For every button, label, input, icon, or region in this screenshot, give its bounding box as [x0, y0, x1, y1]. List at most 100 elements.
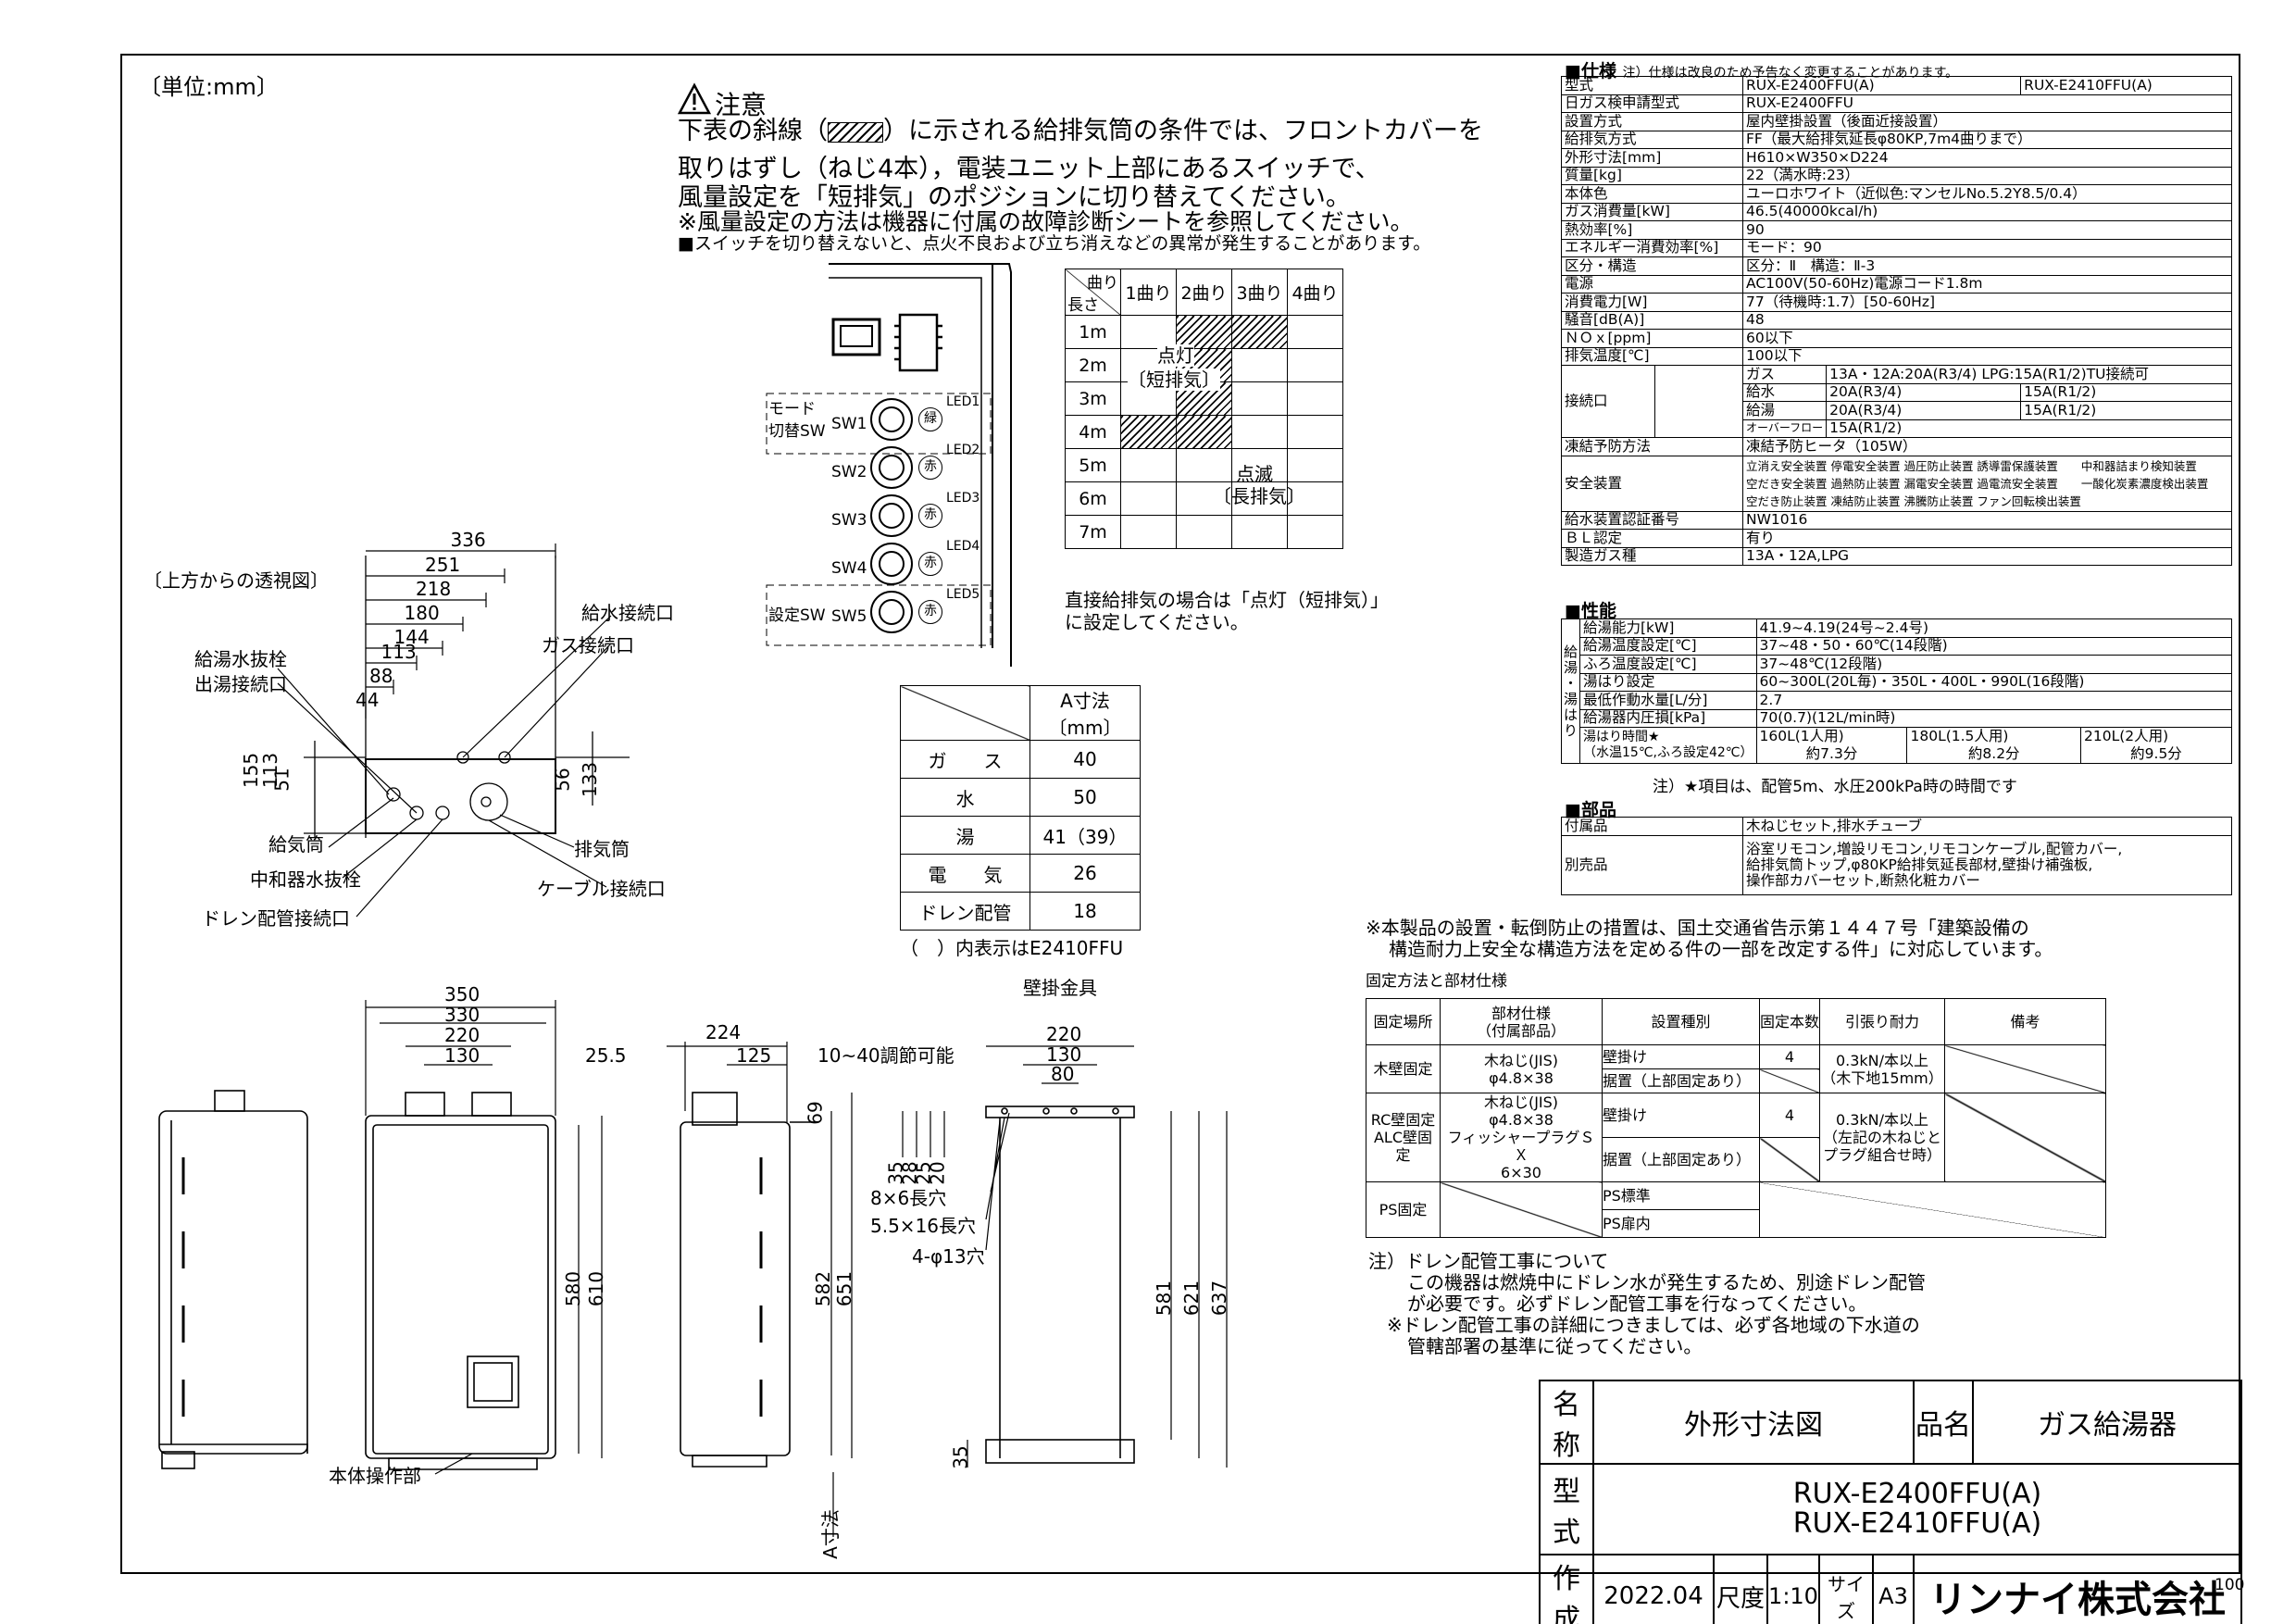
perf-value: 2.7: [1755, 691, 2233, 710]
spec-value: ユーロホワイト（近似色:マンセルNo.5.2Y8.5/0.4）: [1742, 184, 2232, 204]
top-vdim: 133: [579, 761, 602, 798]
option-value: 浴室リモコン,増設リモコン,リモコンケーブル,配管カバー,給排気筒トップ,φ80…: [1742, 834, 2232, 895]
dim-224: 224: [705, 1021, 742, 1043]
led-indicator: 赤: [918, 552, 942, 576]
switch-knob[interactable]: [870, 591, 913, 633]
switch-knob[interactable]: [870, 398, 913, 441]
perf-table: 給湯・湯はり給湯能力[kW]41.9~4.19(24号~2.4号)給湯温度設定[…: [1561, 618, 2233, 764]
spec-label: 給水装置認証番号: [1561, 510, 1743, 530]
bend-cell: [1287, 315, 1343, 349]
bend-note2: に設定してください。: [1065, 611, 1249, 633]
set-sw-label: 設定SW: [768, 606, 826, 625]
mount-dim-220: 220: [1046, 1023, 1082, 1045]
perf-label: ふろ温度設定[℃]: [1579, 655, 1757, 674]
perf-label: 給湯能力[kW]: [1579, 618, 1757, 638]
led-label: LED1: [946, 394, 980, 409]
led-label: LED5: [946, 587, 980, 602]
spec-value: 100以下: [1742, 346, 2232, 366]
title-block: 名称 外形寸法図 品名 ガス給湯器 型式 RUX-E2400FFU(A)RUX-…: [1539, 1380, 2242, 1624]
wood-type1: 壁掛け: [1602, 1044, 1760, 1069]
spec-label: 本体色: [1561, 184, 1743, 204]
led-label: LED3: [946, 491, 980, 506]
switch-knob[interactable]: [870, 494, 913, 537]
fill-time: 約7.3分: [1755, 745, 1908, 764]
spec-label: 凍結予防方法: [1561, 437, 1743, 456]
mount-581: 581: [1153, 1280, 1176, 1317]
spec-value2: RUX-E2410FFU(A): [2020, 76, 2232, 95]
fix-header-type: 設置種別: [1602, 998, 1760, 1045]
switch-label: SW5: [831, 607, 867, 626]
spec-value: 77（待機時:1.7）[50-60Hz]: [1742, 293, 2232, 312]
spec-label: 給排気方式: [1561, 130, 1743, 149]
led-indicator: 赤: [918, 504, 942, 528]
fix-header-note: 備考: [1944, 998, 2106, 1045]
parts-title: ■部品: [1565, 800, 1616, 820]
switch-knob[interactable]: [870, 543, 913, 585]
spec-value: 13A・12A,LPG: [1742, 546, 2232, 566]
top-dim: 88: [369, 665, 393, 687]
perf-label: 給湯温度設定[℃]: [1579, 636, 1757, 656]
size-label: サイズ: [1818, 1554, 1874, 1624]
conn-type: ガス: [1741, 365, 1828, 384]
led-label: LED2: [946, 443, 980, 457]
water-in-label: 給水接続口: [581, 602, 674, 624]
mount-bottom-35: 35: [949, 1445, 972, 1469]
bend-row: 6m: [1065, 481, 1121, 516]
accessory-label: 付属品: [1561, 817, 1743, 836]
rc-note: [1944, 1093, 2106, 1182]
switch-label: SW3: [831, 511, 867, 530]
company-name: リンナイ株式会社: [1913, 1554, 2242, 1624]
spec-value: 有り: [1742, 529, 2232, 548]
unit-label: 〔単位:mm〕: [139, 74, 279, 100]
caution-line1: 下表の斜線（）に示される給排気筒の条件では、フロントカバーを: [678, 117, 1483, 145]
rc-count2: [1759, 1137, 1820, 1182]
rc-type2: 据置（上部固定あり）: [1602, 1137, 1760, 1182]
spec-label: 質量[kg]: [1561, 166, 1743, 185]
switch-knob[interactable]: [870, 446, 913, 489]
bend-col: 2曲り: [1176, 269, 1232, 316]
perf-side: 給湯・湯はり: [1561, 618, 1580, 764]
option-label: 別売品: [1561, 834, 1743, 895]
bend-cell: [1176, 515, 1232, 549]
bend-cell: [1287, 448, 1343, 482]
ps-type2: PS扉内: [1602, 1209, 1760, 1238]
a-dim-label: A寸法: [818, 1509, 842, 1559]
lit-sub: 〔短排気〕: [1128, 369, 1220, 391]
mode-sw-label2: 切替SW: [768, 422, 826, 441]
hot-out-label: 出湯接続口: [194, 673, 287, 695]
bend-cell: [1176, 415, 1232, 449]
spec-value: AC100V(50-60Hz)電源コード1.8m: [1742, 274, 2232, 294]
fix-header-part: 部材仕様（付属部品）: [1440, 998, 1603, 1045]
fill-amount: 180L(1.5人用): [1906, 727, 2081, 745]
perf-label: 最低作動水量[L/分]: [1579, 691, 1757, 710]
dim-651: 651: [833, 1270, 856, 1307]
spec-label: 熱効率[%]: [1561, 220, 1743, 240]
model-label: 型式: [1539, 1463, 1594, 1555]
wood-note: [1944, 1044, 2106, 1093]
bend-cell: [1287, 515, 1343, 549]
caution-line3: 風量設定を「短排気」のポジションに切り替えてください。: [678, 183, 1351, 212]
top-dim: 144: [393, 626, 430, 648]
date-value: 2022.04: [1592, 1554, 1715, 1624]
bend-row: 5m: [1065, 448, 1121, 482]
bend-row: 4m: [1065, 415, 1121, 449]
spec-label: 排気温度[℃]: [1561, 346, 1743, 366]
page-number: 100: [2215, 1576, 2245, 1594]
dim-69: 69: [804, 1101, 827, 1125]
spec-label: 日ガス検申請型式: [1561, 94, 1743, 113]
a-row-name: 湯: [900, 816, 1030, 855]
dim-350: 350: [444, 983, 480, 1006]
a-row-name: ドレン配管: [900, 892, 1030, 931]
a-header: A寸法〔mm〕: [1029, 685, 1141, 741]
bend-row: 7m: [1065, 515, 1121, 549]
a-row-value: 50: [1029, 778, 1141, 817]
spec-value: 区分：Ⅱ 構造：Ⅱ-3: [1742, 256, 2232, 276]
dim-330: 330: [444, 1004, 480, 1026]
a-row-value: 18: [1029, 892, 1141, 931]
safety-value: 立消え安全装置 停電安全装置 過圧防止装置 誘導雷保護装置 中和器詰まり検知装置…: [1742, 455, 2232, 512]
led-indicator: 赤: [918, 600, 942, 624]
